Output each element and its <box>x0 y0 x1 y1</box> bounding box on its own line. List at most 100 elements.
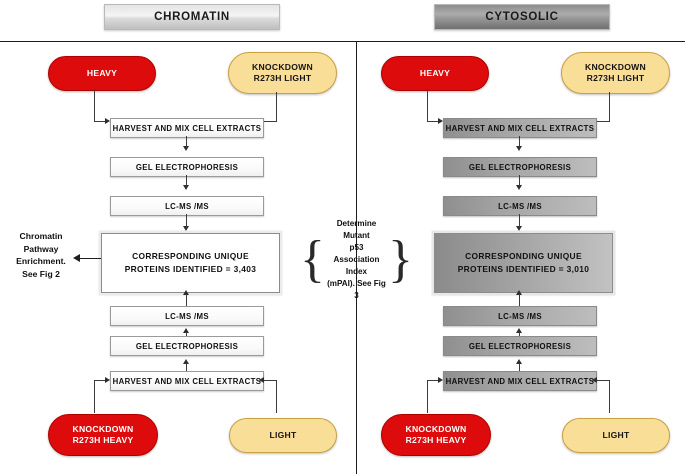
column-header-chromatin-label: CHROMATIN <box>154 11 230 23</box>
connector-cytosolic-gel-to-lcms <box>519 175 520 187</box>
connector-chromatin-kdlight-in <box>262 121 277 122</box>
chromatin-node-heavy-label: HEAVY <box>86 67 118 78</box>
cytosolic-node-knockdown-heavy[interactable]: KNOCKDOWN R273H HEAVY <box>381 414 491 456</box>
annotation-mpai-text: Determine Mutant p53 Association Index (… <box>325 218 388 303</box>
annotation-chromatin-line3: Enrichment. <box>16 256 66 267</box>
annotation-chromatin-line2: Pathway <box>23 243 59 254</box>
brace-right-icon: } <box>388 230 413 288</box>
chromatin-result-box[interactable]: CORRESPONDING UNIQUE PROTEINS IDENTIFIED… <box>101 233 280 293</box>
chromatin-step-gel-bottom[interactable]: GEL ELECTROPHORESIS <box>110 336 264 356</box>
cytosolic-result-box[interactable]: CORRESPONDING UNIQUE PROTEINS IDENTIFIED… <box>434 233 613 293</box>
connector-chromatin-harvest-to-gel <box>186 136 187 148</box>
column-header-cytosolic: CYTOSOLIC <box>434 4 610 30</box>
connector-chromatin-harvest-bottom-up <box>186 363 187 374</box>
cytosolic-node-knockdown-heavy-label: KNOCKDOWN R273H HEAVY <box>406 424 467 447</box>
connector-chromatin-kdheavy-up <box>94 380 95 413</box>
connector-chromatin-lcms-bottom-up <box>186 294 187 307</box>
cytosolic-result-line1: CORRESPONDING UNIQUE <box>465 250 582 261</box>
connector-chromatin-heavy-down <box>94 89 95 121</box>
chromatin-step-harvest-top-label: HARVEST AND MIX CELL EXTRACTS <box>112 123 262 133</box>
chromatin-node-heavy[interactable]: HEAVY <box>48 56 156 91</box>
connector-cytosolic-lcms-bottom-up <box>519 294 520 307</box>
horizontal-divider-rule <box>0 41 685 42</box>
column-header-cytosolic-label: CYTOSOLIC <box>485 11 559 23</box>
annotation-mpai-line4: (mPAI). See Fig 3 <box>327 279 386 301</box>
connector-cytosolic-light-up <box>609 380 610 413</box>
arrowhead-chromatin-harvest-to-gel-bottom <box>183 359 189 364</box>
chromatin-step-gel-top[interactable]: GEL ELECTROPHORESIS <box>110 157 264 177</box>
connector-cytosolic-harvest-to-gel <box>519 136 520 148</box>
annotation-chromatin-pathway-enrichment: Chromatin Pathway Enrichment. See Fig 2 <box>8 230 74 281</box>
connector-cytosolic-lcms-to-result <box>519 214 520 228</box>
cytosolic-node-knockdown-light-line1: KNOCKDOWN <box>585 61 646 72</box>
cytosolic-node-knockdown-heavy-line1: KNOCKDOWN <box>405 423 467 434</box>
cytosolic-node-knockdown-light-label: KNOCKDOWN R273H LIGHT <box>585 62 646 85</box>
chromatin-node-knockdown-light[interactable]: KNOCKDOWN R273H LIGHT <box>228 52 337 94</box>
connector-cytosolic-kdheavy-in <box>427 380 441 381</box>
arrowhead-cytosolic-kdheavy-in <box>438 377 443 383</box>
annotation-chromatin-line1: Chromatin <box>19 231 63 241</box>
cytosolic-step-lcms-bottom[interactable]: LC-MS /MS <box>443 306 597 326</box>
cytosolic-step-gel-bottom[interactable]: GEL ELECTROPHORESIS <box>443 336 597 356</box>
chromatin-node-knockdown-heavy-line1: KNOCKDOWN <box>72 423 134 434</box>
cytosolic-step-lcms-top[interactable]: LC-MS /MS <box>443 196 597 216</box>
connector-cytosolic-light-in <box>595 380 610 381</box>
chromatin-step-harvest-top[interactable]: HARVEST AND MIX CELL EXTRACTS <box>110 118 264 138</box>
chromatin-result-line1: CORRESPONDING UNIQUE <box>132 250 249 261</box>
annotation-mpai-line2: p53 <box>349 242 364 252</box>
arrowhead-chromatin-gel-to-lcms-bottom <box>183 328 189 333</box>
connector-chromatin-kdlight-down <box>276 92 277 121</box>
arrowhead-cytosolic-harvest-to-gel <box>516 146 522 151</box>
connector-cytosolic-harvest-bottom-up <box>519 363 520 374</box>
chromatin-node-knockdown-light-line1: KNOCKDOWN <box>252 61 313 72</box>
connector-chromatin-light-up <box>276 380 277 413</box>
chromatin-node-light[interactable]: LIGHT <box>229 418 337 453</box>
vertical-column-divider <box>356 41 357 474</box>
connector-chromatin-light-in <box>262 380 277 381</box>
connector-chromatin-heavy-in <box>94 121 108 122</box>
connector-chromatin-kdheavy-in <box>94 380 108 381</box>
cytosolic-step-harvest-bottom[interactable]: HARVEST AND MIX CELL EXTRACTS <box>443 371 597 391</box>
chromatin-step-harvest-bottom[interactable]: HARVEST AND MIX CELL EXTRACTS <box>110 371 264 391</box>
chromatin-node-knockdown-light-line2: R273H LIGHT <box>253 73 312 83</box>
cytosolic-step-lcms-top-label: LC-MS /MS <box>498 201 542 211</box>
cytosolic-node-knockdown-light-line2: R273H LIGHT <box>586 73 645 83</box>
connector-chromatin-gel-to-lcms <box>186 175 187 187</box>
cytosolic-node-knockdown-light[interactable]: KNOCKDOWN R273H LIGHT <box>561 52 670 94</box>
brace-left-icon: { <box>300 230 325 288</box>
chromatin-result-line2: PROTEINS IDENTIFIED = 3,403 <box>124 264 257 274</box>
chromatin-node-knockdown-heavy[interactable]: KNOCKDOWN R273H HEAVY <box>48 414 158 456</box>
annotation-mpai-line1: Determine Mutant <box>336 218 377 240</box>
chromatin-node-knockdown-light-label: KNOCKDOWN R273H LIGHT <box>252 62 313 85</box>
arrowhead-cytosolic-light-in <box>592 377 597 383</box>
chromatin-node-light-label: LIGHT <box>269 429 297 440</box>
chromatin-step-harvest-bottom-label: HARVEST AND MIX CELL EXTRACTS <box>112 376 262 386</box>
chromatin-step-lcms-bottom-label: LC-MS /MS <box>165 311 209 321</box>
arrowhead-chromatin-gel-to-lcms <box>183 185 189 190</box>
cytosolic-node-heavy-label: HEAVY <box>419 67 451 78</box>
cytosolic-result-line2: PROTEINS IDENTIFIED = 3,010 <box>457 264 590 274</box>
chromatin-step-lcms-bottom[interactable]: LC-MS /MS <box>110 306 264 326</box>
cytosolic-step-harvest-top-label: HARVEST AND MIX CELL EXTRACTS <box>445 123 595 133</box>
annotation-mpai-bracket: { Determine Mutant p53 Association Index… <box>300 219 413 301</box>
chromatin-result-text: CORRESPONDING UNIQUE PROTEINS IDENTIFIED… <box>125 250 257 276</box>
cytosolic-result-text: CORRESPONDING UNIQUE PROTEINS IDENTIFIED… <box>458 250 590 276</box>
chromatin-step-lcms-top-label: LC-MS /MS <box>165 201 209 211</box>
chromatin-step-lcms-top[interactable]: LC-MS /MS <box>110 196 264 216</box>
arrowhead-chromatin-kdheavy-in <box>105 377 110 383</box>
annotation-chromatin-line4: See Fig 2 <box>22 269 60 280</box>
cytosolic-step-harvest-bottom-label: HARVEST AND MIX CELL EXTRACTS <box>445 376 595 386</box>
arrowhead-cytosolic-heavy-in <box>438 118 443 124</box>
cytosolic-node-light[interactable]: LIGHT <box>562 418 670 453</box>
chromatin-step-gel-bottom-label: GEL ELECTROPHORESIS <box>135 341 239 351</box>
cytosolic-node-light-label: LIGHT <box>602 429 630 440</box>
column-header-chromatin: CHROMATIN <box>104 4 280 30</box>
connector-cytosolic-kdheavy-up <box>427 380 428 413</box>
cytosolic-step-harvest-top[interactable]: HARVEST AND MIX CELL EXTRACTS <box>443 118 597 138</box>
arrowhead-cytosolic-lcms-to-result <box>516 226 522 231</box>
connector-cytosolic-kdlight-down <box>609 92 610 121</box>
cytosolic-node-heavy[interactable]: HEAVY <box>381 56 489 91</box>
connector-cytosolic-heavy-in <box>427 121 441 122</box>
cytosolic-step-lcms-bottom-label: LC-MS /MS <box>498 311 542 321</box>
cytosolic-step-gel-top[interactable]: GEL ELECTROPHORESIS <box>443 157 597 177</box>
